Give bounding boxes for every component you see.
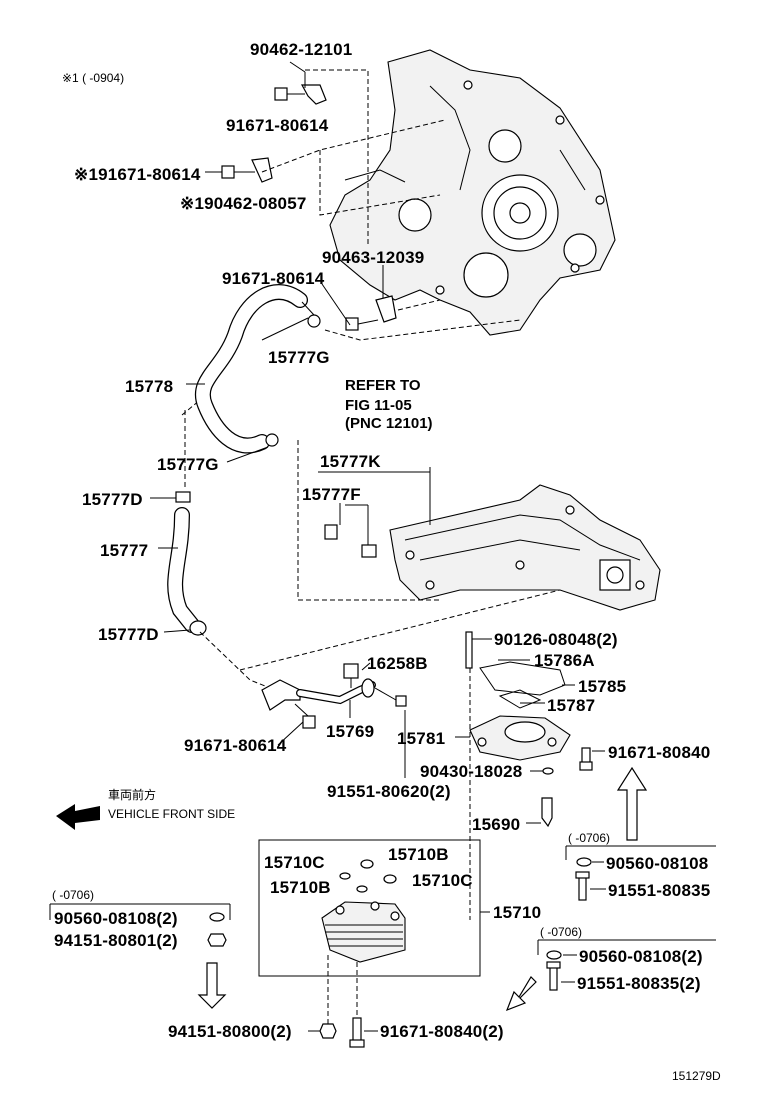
note-1: ※1 ( -0904) (62, 71, 124, 85)
label-15710C-a: 15710C (264, 853, 325, 872)
bolt-group-top (221, 84, 397, 331)
label-90560-08108-a: 90560-08108 (606, 854, 708, 873)
label-91551-80835-b: 91551-80835(2) (577, 974, 701, 993)
label-91551-80835-a: 91551-80835 (608, 881, 710, 900)
date-note-right: ( -0706) (568, 831, 610, 845)
label-15710B-a: 15710B (388, 845, 449, 864)
hose-15778 (195, 284, 321, 454)
label-90560-08108-b: 90560-08108(2) (54, 909, 178, 928)
label-91671-80840: 91671-80840 (608, 743, 710, 762)
label-15777D-b: 15777D (98, 625, 159, 644)
label-15777: 15777 (100, 541, 148, 560)
arrows (56, 766, 648, 1012)
date-note-lower-right: ( -0706) (540, 925, 582, 939)
date-note-left: ( -0706) (52, 888, 94, 902)
label-90126-08048: 90126-08048(2) (494, 630, 618, 649)
oil-pan-illustration (389, 484, 661, 611)
label-15690: 15690 (472, 815, 520, 834)
label-15778: 15778 (125, 377, 173, 396)
bolts-bottom (308, 1017, 378, 1048)
label-90462-12101: 90462-12101 (250, 40, 352, 59)
label-15710B-b: 15710B (270, 878, 331, 897)
label-90430-18028: 90430-18028 (420, 762, 522, 781)
hose-15777 (167, 491, 207, 636)
label-90560-08108-c: 90560-08108(2) (579, 947, 703, 966)
label-16258B: 16258B (367, 654, 428, 673)
label-15785: 15785 (578, 677, 626, 696)
refer-line3: (PNC 12101) (345, 415, 433, 432)
leader-lines-bracket (361, 638, 605, 920)
label-15769: 15769 (326, 722, 374, 741)
label-15710C-b: 15710C (412, 871, 473, 890)
label-91671-80840-b: 91671-80840(2) (380, 1022, 504, 1041)
label-91671-80614-c: 91671-80614 (222, 269, 325, 288)
label-15777F: 15777F (302, 485, 361, 504)
labels: ※1 ( -0904) 90462-12101 91671-80614 ※191… (52, 40, 721, 1083)
label-15781: 15781 (397, 729, 445, 748)
refer-line2: FIG 11-05 (345, 397, 412, 414)
label-90463-12039: 90463-12039 (322, 248, 424, 267)
label-91671-80614-d: 91671-80614 (184, 736, 287, 755)
label-15777K: 15777K (320, 452, 381, 471)
cooler-box (258, 839, 490, 1026)
label-91551-80620: 91551-80620(2) (327, 782, 451, 801)
bracket-15781 (465, 631, 593, 828)
left-box (49, 903, 231, 947)
label-15777G-b: 15777G (157, 455, 219, 474)
leader-lines-labels (150, 171, 431, 746)
label-15787: 15787 (547, 696, 595, 715)
right-lower-box (537, 939, 716, 991)
label-15777D-a: 15777D (82, 490, 143, 509)
arrow-left-icon (56, 804, 100, 830)
right-upper-box (565, 845, 716, 901)
label-91671-80614-b: ※191671-80614 (74, 165, 201, 184)
vehicle-front-jp: 車両前方 (108, 787, 156, 802)
timing-cover-illustration (329, 49, 616, 336)
refer-line1: REFER TO (345, 377, 421, 394)
label-15710: 15710 (493, 903, 541, 922)
label-90462-08057: ※190462-08057 (180, 194, 307, 213)
label-15786A: 15786A (534, 651, 595, 670)
label-94151-80801: 94151-80801(2) (54, 931, 178, 950)
label-94151-80800: 94151-80800(2) (168, 1022, 292, 1041)
label-91671-80614-a: 91671-80614 (226, 116, 329, 135)
pipe-15769 (261, 663, 407, 729)
vehicle-front-en: VEHICLE FRONT SIDE (108, 807, 235, 821)
label-15777G-a: 15777G (268, 348, 330, 367)
leader-lines-hoses (184, 410, 561, 691)
figure-code: 151279D (672, 1069, 721, 1083)
